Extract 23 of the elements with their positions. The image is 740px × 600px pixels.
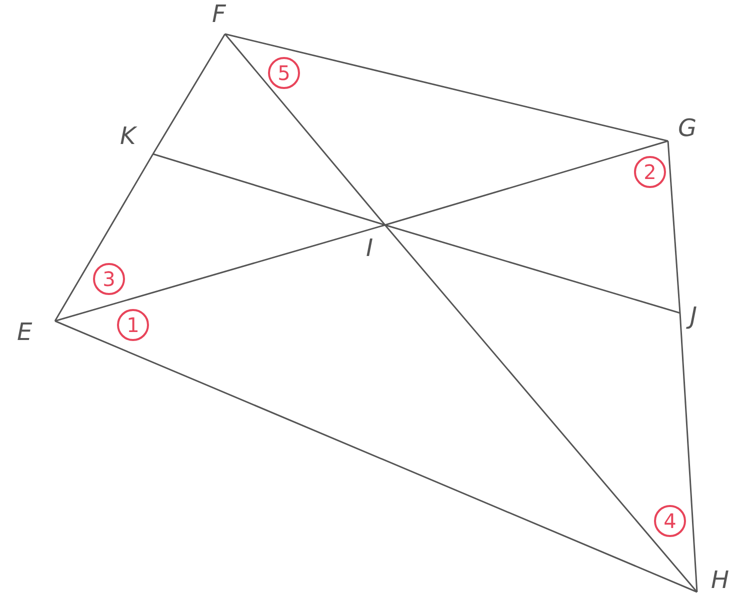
line-segment	[152, 34, 226, 154]
angle-number: 1	[117, 309, 149, 341]
line-segment	[679, 312, 698, 592]
point-label: E	[17, 320, 32, 344]
point-label: H	[711, 568, 730, 592]
line-segment	[384, 224, 698, 592]
line-segment	[152, 153, 386, 226]
line-segment	[384, 140, 668, 226]
line-segment	[54, 224, 386, 322]
line-segment	[224, 33, 668, 142]
point-label: K	[120, 124, 136, 148]
line-segment	[54, 320, 698, 593]
line-segment	[667, 140, 681, 314]
point-label: G	[678, 116, 697, 140]
angle-number: 3	[93, 263, 125, 295]
angle-number: 4	[654, 505, 686, 537]
line-segment	[384, 224, 680, 314]
point-label: I	[366, 236, 374, 260]
angle-number: 5	[268, 57, 300, 89]
angle-number: 2	[634, 156, 666, 188]
point-label: F	[212, 2, 226, 26]
line-segment	[224, 34, 386, 226]
line-segment	[54, 154, 154, 322]
